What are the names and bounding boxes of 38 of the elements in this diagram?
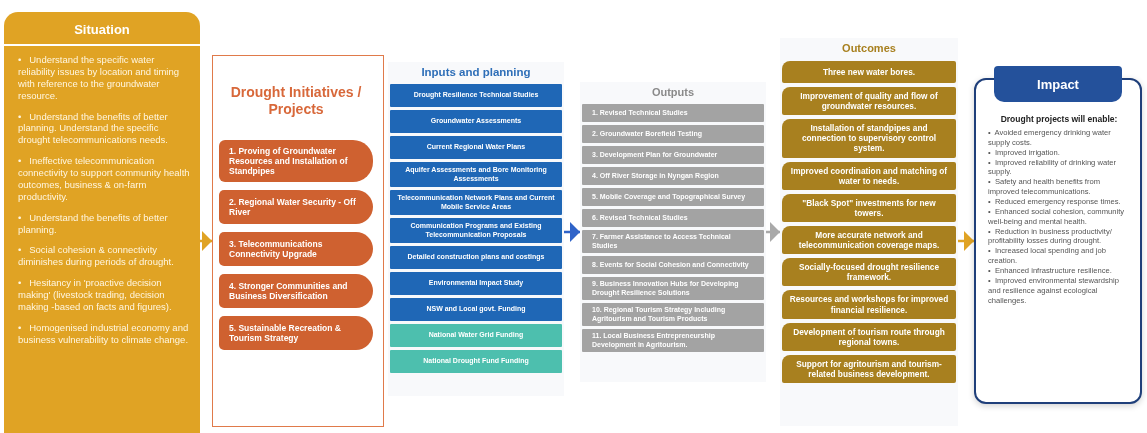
situation-panel xyxy=(4,12,200,433)
chevron-arrow xyxy=(958,231,974,251)
impact-heading-tab: Impact xyxy=(994,66,1122,102)
subheading: Drought projects will enable: xyxy=(999,114,1119,124)
outcome-box: Development of tourism route through regional towns. xyxy=(782,322,956,351)
project-pill: 4. Stronger Communities and Business Diversification xyxy=(219,274,373,309)
bullet-item: • Hesitancy in 'proactive decision making' (livestock trading, decision making -based on facts and figures). xyxy=(18,277,173,313)
bullet-item: • Social cohesion & connectivity diminishes during periods of drought. xyxy=(18,244,175,269)
project-pill: 5. Sustainable Recreation & Tourism Strategy xyxy=(219,316,373,351)
project-pill: 3. Telecommunications Connectivity Upgrade xyxy=(219,232,373,267)
column-heading: Inputs and planning xyxy=(420,65,532,80)
outcome-box: Resources and workshops for improved financial resilience. xyxy=(782,290,956,319)
panel-heading: Situation xyxy=(4,12,200,46)
bullet-item: • Understand the specific water reliability issues by location and timing with reference to the groundwater resource. xyxy=(18,54,181,102)
project-pill: 1. Proving of Groundwater Resources and Installation of Standpipes xyxy=(219,139,373,183)
initiatives-panel xyxy=(212,55,384,427)
bullet-item: • Understand the benefits of better planning. xyxy=(18,211,169,236)
outcome-box: More accurate network and telecommunication coverage maps. xyxy=(782,226,956,255)
column-panel xyxy=(388,62,564,396)
column-heading: Outputs xyxy=(650,85,696,100)
outcome-box: Three new water bores. xyxy=(782,61,956,83)
bullet-item: • Understand the benefits of better planning. Understand the specific drought telecommunications needs. xyxy=(18,110,169,147)
panel-heading: Drought Initiatives / Projects xyxy=(229,84,363,118)
outcome-box: Improved coordination and matching of water to needs. xyxy=(782,161,956,190)
column-panel xyxy=(580,82,766,382)
outcome-box: Improvement of quality and flow of groundwater resources. xyxy=(782,87,956,116)
chevron-arrow xyxy=(200,231,212,251)
outcome-box: Installation of standpipes and connection to supervisory control system. xyxy=(782,119,956,158)
bullet-item: • Ineffective telecommunication connectivity to support community health outcomes, business & on-farm productivity. xyxy=(18,155,190,203)
outcome-box: Support for agritourism and tourism-related business development. xyxy=(782,354,956,384)
outcome-box: Socially-focused drought resilience framework. xyxy=(782,258,956,287)
bullet-item: • Homogenised industrial economy and business vulnerability to climate change. xyxy=(18,321,190,346)
project-pill: 2. Regional Water Security - Off River xyxy=(219,190,373,225)
chevron-arrow xyxy=(564,222,580,242)
outcome-box: "Black Spot" investments for new towers. xyxy=(782,193,956,222)
column-heading: Outcomes xyxy=(841,41,897,56)
column-panel xyxy=(780,38,958,426)
chevron-arrow xyxy=(766,222,780,242)
